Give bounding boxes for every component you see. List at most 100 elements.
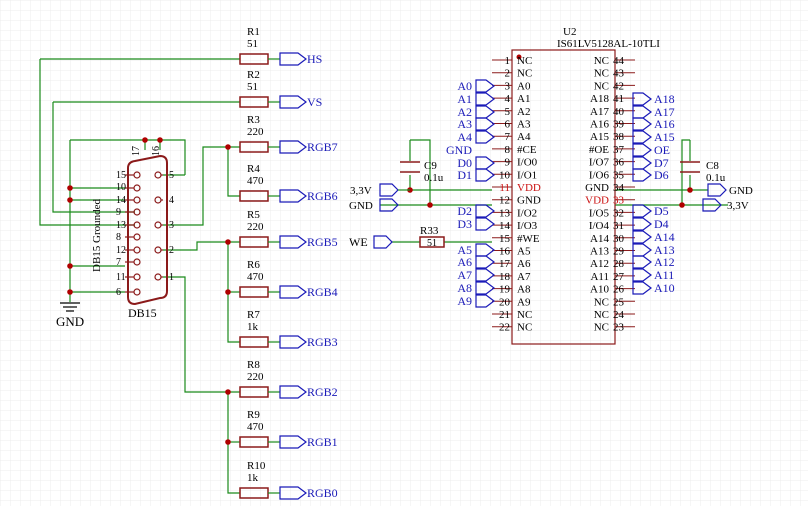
- connector-pin-number: 11: [116, 272, 126, 283]
- sram-pin-number: 35: [613, 169, 625, 181]
- sram-pin-number: 9: [505, 157, 511, 169]
- connector-pin-number: 17: [131, 146, 142, 156]
- sram-pin-number: 32: [613, 207, 624, 219]
- sram-pin-name: A0: [517, 80, 531, 92]
- resistor-net-label: RGB2: [307, 385, 338, 399]
- sram-pin-name: A12: [590, 258, 609, 270]
- connector-pin-number: 8: [116, 232, 121, 243]
- connector-pin-number: 13: [116, 220, 126, 231]
- sram-pin-name: A15: [590, 131, 609, 143]
- connector-pin-number: 4: [169, 195, 174, 206]
- resistor-value: 51: [247, 81, 258, 93]
- resistor-net-label: RGB7: [307, 140, 338, 154]
- left-gnd-label: GND: [349, 200, 373, 212]
- net-flag: [475, 79, 495, 93]
- sram-pin-number: 38: [613, 131, 625, 143]
- junction-nodes: [67, 137, 693, 445]
- left-net-label: A6: [457, 255, 472, 269]
- sram-pin-name: NC: [594, 80, 609, 92]
- sram-pin-number: 44: [613, 55, 625, 67]
- net-flag: [475, 105, 495, 119]
- right-net-label: OE: [654, 143, 670, 157]
- resistor-net-label: RGB5: [307, 235, 338, 249]
- right-net-label: D5: [654, 204, 669, 218]
- left-vdd-label: 3,3V: [350, 185, 372, 197]
- sram-pin-number: 16: [499, 246, 511, 258]
- net-flag: [632, 268, 652, 282]
- sram-pin-name: A3: [517, 119, 531, 131]
- left-net-label: D3: [457, 217, 472, 231]
- sram-pin-name: A1: [517, 93, 530, 105]
- r33-ref: R33: [420, 225, 439, 237]
- net-flag: [475, 294, 495, 308]
- left-net-label: D0: [457, 156, 472, 170]
- resistor-value: 51: [247, 38, 258, 50]
- net-flag: [279, 435, 307, 449]
- left-net-label: A9: [457, 294, 472, 308]
- net-flag: [475, 168, 495, 182]
- sram-pin-name: VDD: [517, 182, 541, 194]
- sram-pin-name: GND: [585, 182, 609, 194]
- right-net-label: A15: [654, 130, 675, 144]
- net-flag: [475, 255, 495, 269]
- resistor-net-label: RGB6: [307, 189, 338, 203]
- sram-pin-name: I/O5: [589, 207, 610, 219]
- net-flag: [279, 235, 307, 249]
- sram-pin-name: GND: [517, 195, 541, 207]
- left-net-label: A5: [457, 243, 472, 257]
- resistor-value: 220: [247, 221, 264, 233]
- sram-pin-name: VDD: [585, 195, 609, 207]
- right-gnd-label: GND: [729, 185, 753, 197]
- sram-pin-name: I/O0: [517, 157, 538, 169]
- net-flag: [279, 285, 307, 299]
- sram-pin-name: I/O4: [589, 220, 610, 232]
- resistor-value: 1k: [247, 472, 259, 484]
- sram-pin-name: A16: [590, 119, 609, 131]
- connector-pin-number: 14: [116, 195, 126, 206]
- left-net-label: A3: [457, 117, 472, 131]
- sram-pin-number: 21: [499, 309, 510, 321]
- right-vdd-label: 3,3V: [727, 200, 749, 212]
- net-flag: [632, 255, 652, 269]
- sram-pin-number: 41: [613, 93, 624, 105]
- net-flag: [475, 243, 495, 257]
- sram-pin-name: I/O7: [589, 157, 610, 169]
- resistor-net-label: RGB0: [307, 486, 338, 500]
- net-flag: [632, 130, 652, 144]
- sram-pin-name: A5: [517, 246, 531, 258]
- connector-pin-number: 5: [169, 170, 174, 181]
- left-net-label: A0: [457, 79, 472, 93]
- net-flag: [475, 217, 495, 231]
- resistor-value: 1k: [247, 321, 259, 333]
- sram-pin-number: 31: [613, 220, 624, 232]
- sram-pin-name: NC: [594, 296, 609, 308]
- net-flag: [475, 268, 495, 282]
- sram-pin-number: 6: [505, 119, 511, 131]
- sram-pin-number: 30: [613, 233, 625, 245]
- sram-pin-number: 19: [499, 284, 511, 296]
- resistor-value: 220: [247, 371, 264, 383]
- sram-pin-name: NC: [517, 68, 532, 80]
- c8-ref: C8: [706, 160, 719, 172]
- resistor-ref: R5: [247, 209, 260, 221]
- connector-pin-number: 6: [116, 287, 121, 298]
- sram-pin-number: 29: [613, 246, 625, 258]
- resistor-ref: R10: [247, 460, 266, 472]
- sram-pin-number: 40: [613, 106, 625, 118]
- right-net-label: A16: [654, 117, 675, 131]
- sram-pin-name: A10: [590, 284, 609, 296]
- right-net-label: A17: [654, 105, 675, 119]
- sram-pin-name: I/O6: [589, 169, 610, 181]
- connector-vertical-label: DB15 Grounded: [91, 198, 103, 272]
- net-flag: [279, 189, 307, 203]
- sram-pin-number: 26: [613, 284, 625, 296]
- connector-pin-number: 9: [116, 207, 121, 218]
- sram-pin-name: NC: [594, 68, 609, 80]
- left-net-label: A7: [457, 268, 472, 282]
- sram-pin-number: 10: [499, 169, 511, 181]
- connector-pin-number: 3: [169, 220, 174, 231]
- sram-part: IS61LV5128AL-10TLI: [557, 38, 660, 50]
